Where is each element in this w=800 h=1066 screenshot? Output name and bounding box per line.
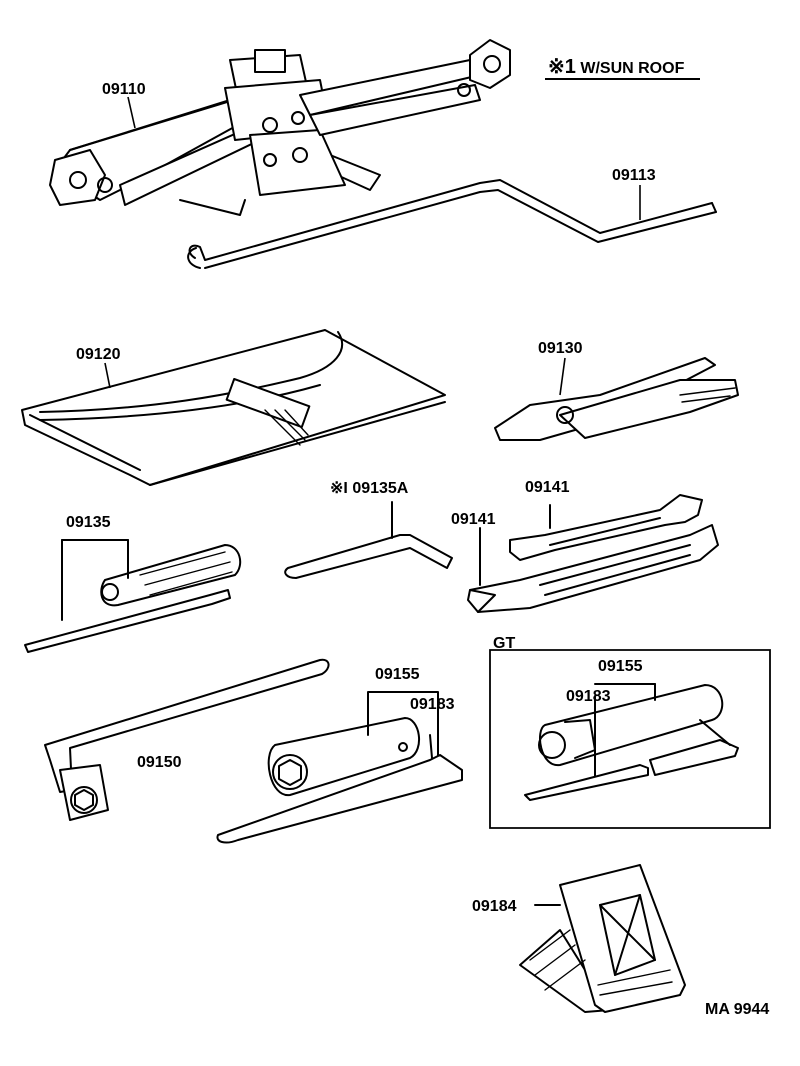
lug-wrench [45,660,329,820]
drawing-code: MA 9944 [705,1001,770,1018]
label-jack-handle: 09113 [612,167,656,184]
label-gt-bar: 09183 [566,688,611,705]
label-screwdriver: 09135 [66,514,111,531]
bar [217,735,462,842]
note-text: W/SUN ROOF [580,60,685,77]
open-end-wrenches [468,495,718,612]
label-hex-wrench: 09135A [352,480,409,497]
leader-lines [105,97,640,395]
label-pliers: 09130 [538,340,583,357]
gt-group-box [490,650,770,828]
label-tool-bag: 09120 [76,346,121,363]
scissor-jack [50,40,510,215]
label-wrench-right: 09141 [525,479,570,496]
label-bar: 09183 [410,696,455,713]
hex-wrench-marker: ※I [330,480,348,497]
gt-plug-wrench [539,684,722,780]
label-gt: GT [493,635,516,652]
sunroof-note: ※1 W/SUN ROOF [548,57,684,77]
note-marker: ※1 [548,56,576,78]
label-gt-plug-wrench: 09155 [598,658,643,675]
pliers [495,358,738,440]
plug-wrench [269,692,438,795]
label-chock: 09184 [472,898,517,915]
hex-wrench [285,502,452,578]
label-wrench-left: 09141 [451,511,496,528]
label-plug-wrench: 09155 [375,666,420,683]
jack-handle [188,180,716,268]
note-underline [545,78,700,80]
label-lug-wrench: 09150 [137,754,182,771]
tool-bag [22,330,445,485]
screwdriver [25,540,240,652]
label-jack: 09110 [102,81,146,98]
wheel-chock [520,865,685,1012]
label-hex-wrench-group: ※I 09135A [330,481,408,497]
gt-bar [525,720,738,800]
